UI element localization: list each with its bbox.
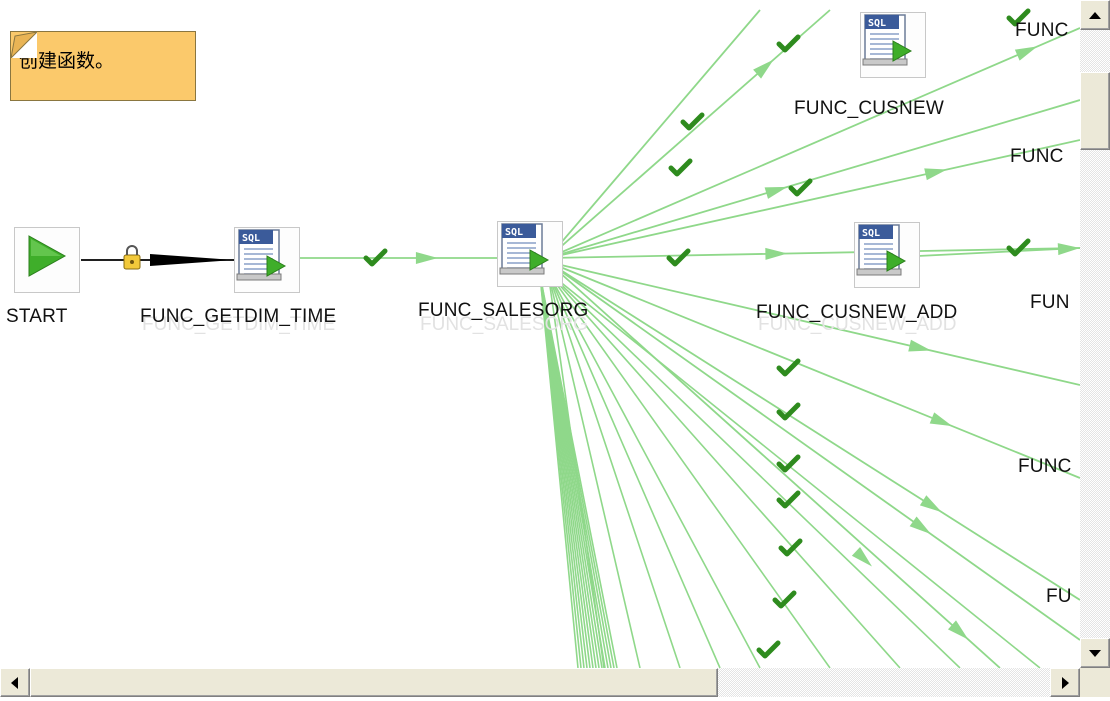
sql-script-icon: SQL [236,229,287,281]
func-getdim-time-label: FUNC_GETDIM_TIME [140,306,337,327]
arrow-up-icon [1089,12,1101,19]
sql-script-icon: SQL [862,14,913,66]
ghost-label: FUNC_CUSNEW_ADD [758,314,957,335]
arrow-right-icon [1062,677,1069,689]
start-label: START [6,306,68,327]
func-salesorg-node[interactable]: SQL [497,221,563,287]
arrow-left-icon [11,677,18,689]
sql-script-icon: SQL [499,223,550,275]
horizontal-scroll-thumb[interactable] [30,668,718,697]
workflow-canvas[interactable]: FUNC_GETDIM_TIME FUNC_CUSNEW_ADD FUNC_SA… [0,0,1080,668]
scroll-up-button[interactable] [1080,0,1110,30]
play-icon [28,235,67,277]
scroll-right-button[interactable] [1050,668,1080,697]
scroll-down-button[interactable] [1080,638,1110,668]
func-partial-label-lower: FUNC [1018,456,1072,477]
svg-text:SQL: SQL [505,227,523,238]
func-partial-label-bottom: FU [1046,586,1072,607]
func-cusnew-node[interactable]: SQL [860,12,926,78]
horizontal-scrollbar[interactable] [0,668,1080,697]
scroll-left-button[interactable] [0,668,30,697]
scrollbar-corner [1080,668,1110,697]
arrow-down-icon [1089,650,1101,657]
note-text: 创建函数。 [19,50,115,72]
func-cusnew-add-node[interactable]: SQL [854,222,920,288]
svg-text:SQL: SQL [868,18,886,29]
note-fold-icon [11,32,37,58]
vertical-scrollbar[interactable] [1080,0,1110,668]
func-cusnew-add-label: FUNC_CUSNEW_ADD [756,302,958,323]
func-partial-label-right: FUN [1030,292,1070,313]
start-node[interactable] [14,227,80,293]
hops-layer [81,8,1080,668]
func-partial-label-top: FUNC [1015,20,1069,41]
svg-text:SQL: SQL [862,228,880,239]
sticky-note[interactable]: 创建函数。 [10,31,196,101]
vertical-scroll-thumb[interactable] [1080,72,1110,150]
ghost-label: FUNC_SALESORG [420,314,588,335]
func-getdim-time-node[interactable]: SQL [234,227,300,293]
func-cusnew-label: FUNC_CUSNEW [794,98,944,119]
func-partial-label-mid: FUNC [1010,146,1064,167]
sql-script-icon: SQL [856,224,907,276]
ghost-label: FUNC_GETDIM_TIME [142,314,336,335]
svg-text:SQL: SQL [242,233,260,244]
func-salesorg-label: FUNC_SALESORG [418,300,589,321]
